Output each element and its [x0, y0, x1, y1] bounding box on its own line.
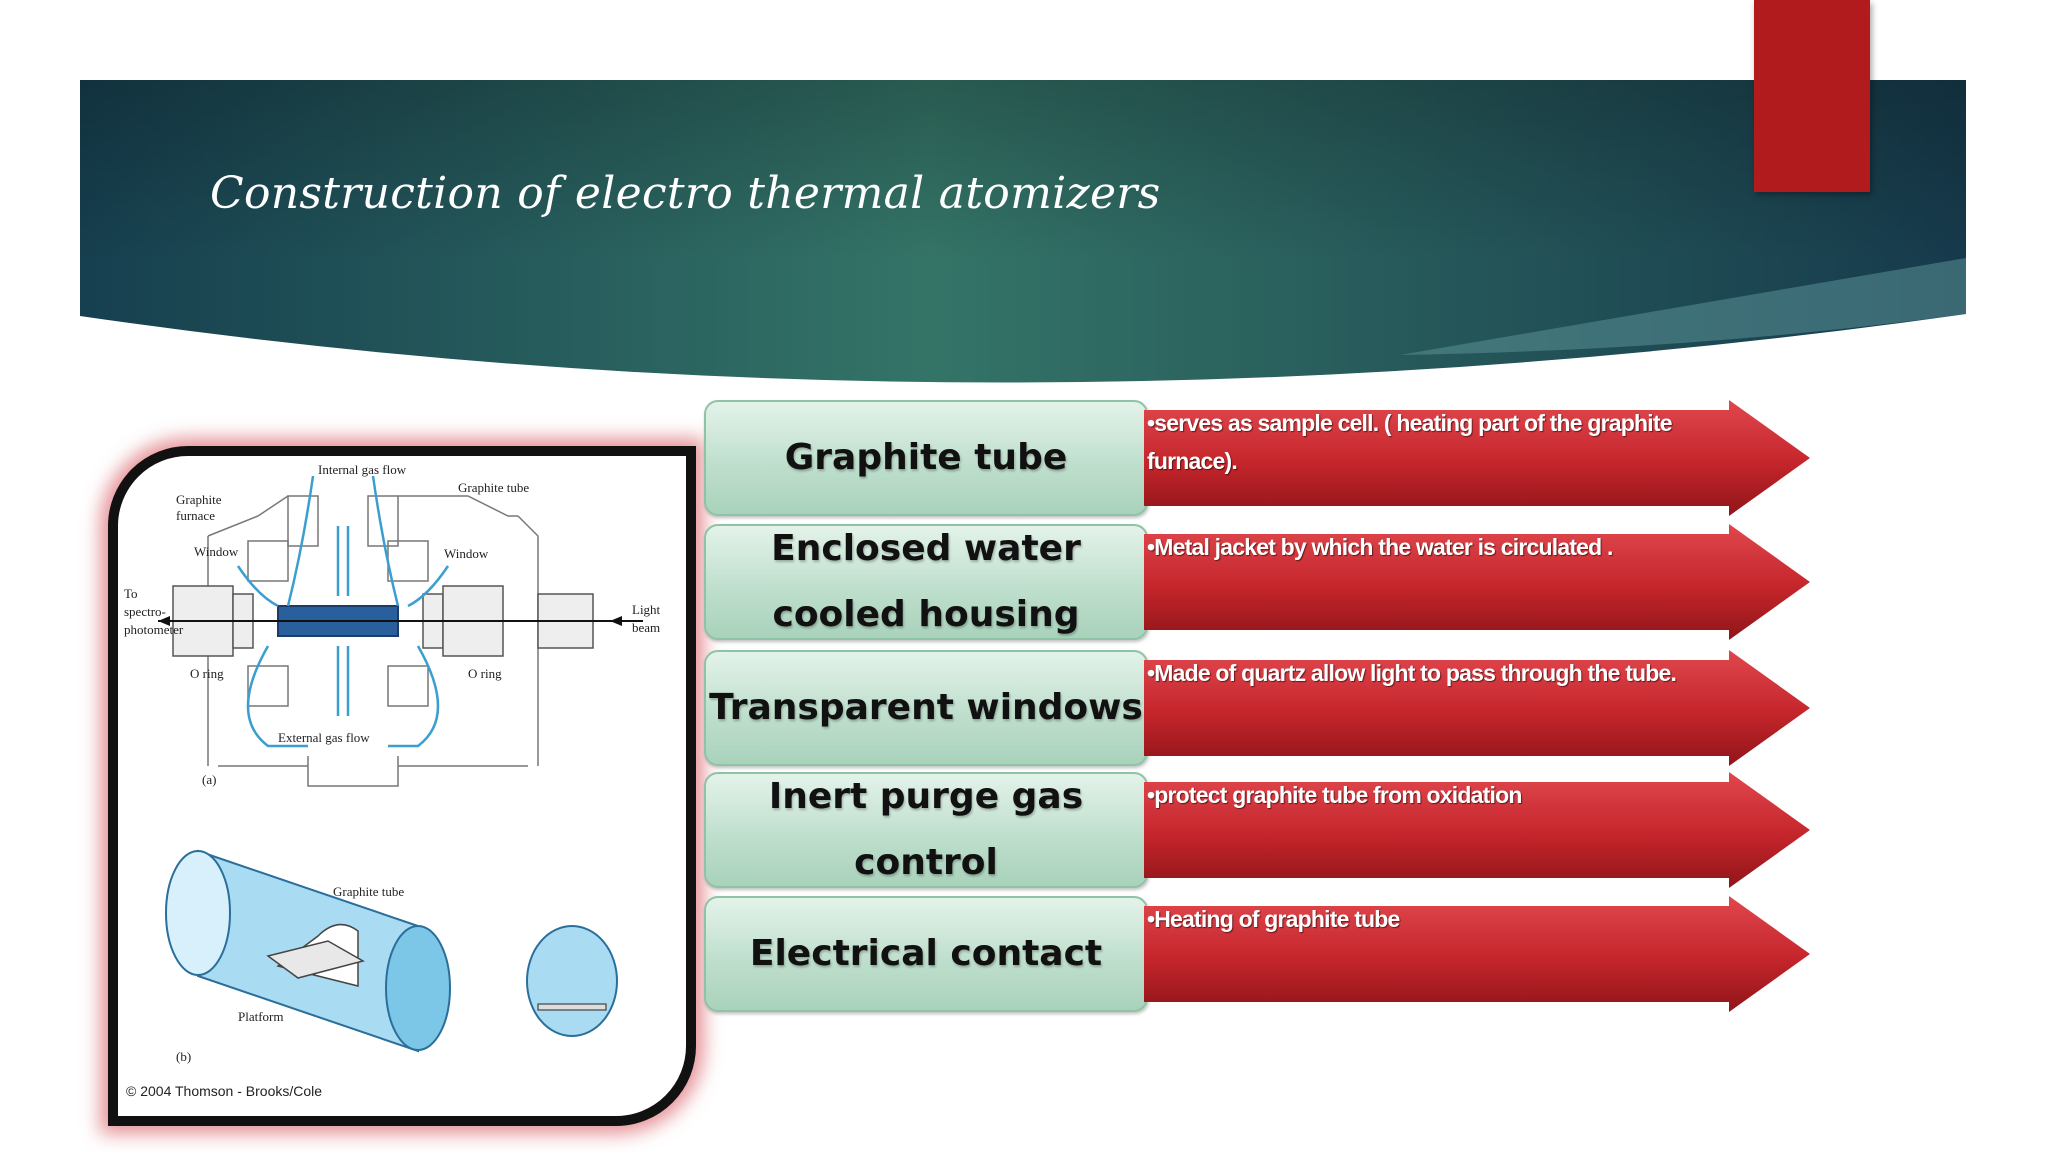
component-label-box: Electrical contact [704, 896, 1148, 1012]
component-label-box: Inert purge gas control [704, 772, 1148, 888]
label-part-a: (a) [202, 772, 216, 787]
label-spectro: spectro- [124, 604, 166, 619]
red-arrow-shape [1144, 650, 1810, 766]
label-window-left: Window [194, 544, 239, 559]
label-photometer: photometer [124, 622, 184, 637]
component-row: Inert purge gas control •protect graphit… [704, 772, 1810, 888]
atomizer-figure: Internal gas flow Graphite tube Graphite… [108, 446, 696, 1126]
component-label: Electrical contact [749, 933, 1103, 974]
component-row: Graphite tube •serves as sample cell. ( … [704, 400, 1810, 516]
slide-title: Construction of electro thermal atomizer… [210, 168, 1161, 219]
label-o-ring-left: O ring [190, 666, 224, 681]
accent-bar [1754, 0, 1870, 192]
atomizer-diagram: Internal gas flow Graphite tube Graphite… [124, 462, 661, 1099]
red-arrow-shape [1144, 896, 1810, 1012]
label-internal-gas-flow: Internal gas flow [318, 462, 407, 477]
component-row: Electrical contact •Heating of graphite … [704, 896, 1810, 1012]
label-o-ring-right: O ring [468, 666, 502, 681]
label-graphite-tube-bottom: Graphite tube [333, 884, 404, 899]
label-furnace: furnace [176, 508, 215, 523]
label-beam: beam [632, 620, 660, 635]
component-row: Enclosed water cooled housing •Metal jac… [704, 524, 1810, 640]
component-label: Transparent windows [709, 687, 1143, 728]
label-graphite-tube-top: Graphite tube [458, 480, 529, 495]
component-description: •Heating of graphite tube [1147, 906, 1400, 932]
label-light: Light [632, 602, 661, 617]
graphite-tube-illustration [165, 849, 618, 1053]
label-external-gas-flow: External gas flow [278, 730, 370, 745]
label-graphite: Graphite [176, 492, 222, 507]
title-banner [80, 80, 1966, 383]
red-arrow-shape [1144, 400, 1810, 516]
component-row: Transparent windows •Made of quartz allo… [704, 650, 1810, 766]
figure-credit: © 2004 Thomson - Brooks/Cole [126, 1083, 322, 1099]
label-window-right: Window [444, 546, 489, 561]
component-label: Graphite tube [784, 437, 1068, 478]
component-label: Enclosed water cooled housing [771, 528, 1081, 635]
component-label-box: Transparent windows [704, 650, 1148, 766]
red-arrow-shape [1144, 772, 1810, 888]
label-part-b: (b) [176, 1049, 191, 1064]
component-description: •serves as sample cell. ( heating part o… [1147, 410, 1673, 474]
red-arrow-shape [1144, 524, 1810, 640]
component-label: Inert purge gas control [768, 776, 1084, 883]
component-label-box: Graphite tube [704, 400, 1148, 516]
component-label-box: Enclosed water cooled housing [704, 524, 1148, 640]
component-description: •Metal jacket by which the water is circ… [1147, 534, 1613, 560]
label-platform: Platform [238, 1009, 284, 1024]
label-to: To [124, 586, 138, 601]
component-description: •protect graphite tube from oxidation [1147, 782, 1522, 808]
component-description: •Made of quartz allow light to pass thro… [1147, 660, 1677, 686]
